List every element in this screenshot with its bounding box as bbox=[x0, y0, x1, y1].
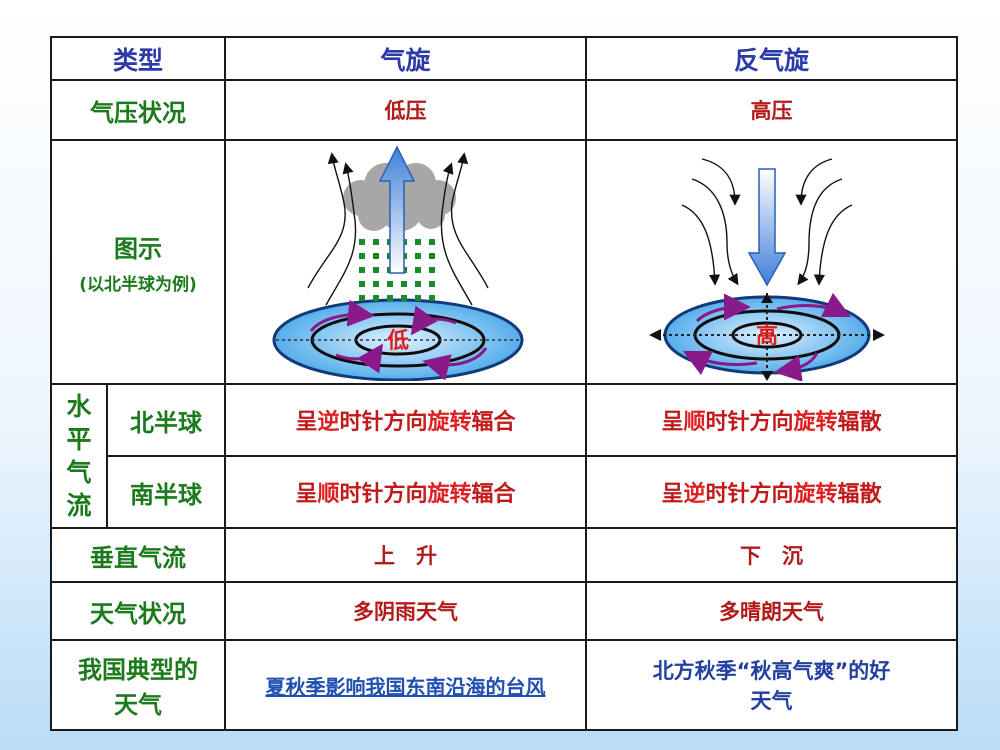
flow-prefix: 呈 bbox=[295, 482, 318, 507]
horizontal-char-3: 气 bbox=[66, 458, 92, 487]
anticyclone-diagram-cell: 高 bbox=[585, 139, 958, 385]
flow-direction: 逆 bbox=[317, 410, 340, 435]
diverging-arrows bbox=[682, 292, 852, 381]
flow-rotate: 旋转 bbox=[427, 410, 472, 435]
vertical-airflow-label: 垂直气流 bbox=[50, 527, 226, 583]
flow-direction: 顺 bbox=[317, 482, 340, 507]
header-cyclone: 气旋 bbox=[224, 36, 587, 81]
typical-row: 我国典型的 天气 夏秋季影响我国东南沿海的台风 北方秋季“秋高气爽”的好 天气 bbox=[50, 639, 958, 731]
flow-end: 辐合 bbox=[471, 482, 516, 507]
typical-anticyclone-line1: 北方秋季“秋高气爽”的好 bbox=[652, 659, 891, 683]
flow-end: 辐散 bbox=[837, 482, 882, 507]
header-anticyclone: 反气旋 bbox=[585, 36, 958, 81]
flow-direction: 逆 bbox=[683, 482, 706, 507]
north-cyclone-flow: 呈逆时针方向旋转辐合 bbox=[224, 383, 587, 457]
south-row: 南半球 呈顺时针方向旋转辐合 呈逆时针方向旋转辐散 bbox=[51, 455, 958, 529]
anticyclone-vertical: 下 沉 bbox=[585, 527, 958, 583]
flow-prefix: 呈 bbox=[295, 410, 318, 435]
flow-mid: 时针方向 bbox=[705, 482, 794, 507]
updraft-arrow-icon bbox=[378, 145, 416, 274]
cyclone-vertical: 上 升 bbox=[224, 527, 587, 583]
cyclone-disk bbox=[272, 298, 524, 381]
divergence-axes bbox=[657, 293, 877, 379]
anticyclone-pressure: 高压 bbox=[585, 79, 958, 141]
south-anticyclone-flow: 呈逆时针方向旋转辐散 bbox=[585, 455, 958, 529]
diagram-label-cell: 图示 (以北半球为例) bbox=[50, 139, 226, 385]
pressure-row: 气压状况 低压 高压 bbox=[50, 79, 958, 141]
vertical-row: 垂直气流 上 升 下 沉 bbox=[50, 527, 958, 583]
horizontal-airflow-label: 水 平 气 流 bbox=[50, 383, 108, 529]
cyclone-pressure: 低压 bbox=[224, 79, 587, 141]
flow-direction: 顺 bbox=[683, 410, 706, 435]
horizontal-char-1: 水 bbox=[66, 392, 92, 421]
cyclone-weather: 多阴雨天气 bbox=[224, 581, 587, 641]
south-cyclone-flow: 呈顺时针方向旋转辐合 bbox=[224, 455, 587, 529]
cyclone-diagram-cell: 低 bbox=[224, 139, 587, 385]
cyclone-diagram: 低 bbox=[272, 145, 524, 381]
converging-arrows bbox=[309, 299, 488, 381]
typical-label-line1: 我国典型的 bbox=[78, 656, 198, 684]
north-hemisphere-label: 北半球 bbox=[106, 383, 226, 457]
header-type: 类型 bbox=[50, 36, 226, 81]
anticyclone-typical: 北方秋季“秋高气爽”的好 天气 bbox=[585, 639, 958, 731]
downdraft-arrow-icon bbox=[747, 168, 787, 287]
typical-label-line2: 天气 bbox=[114, 691, 162, 719]
typical-label: 我国典型的 天气 bbox=[50, 639, 226, 731]
diagram-row: 图示 (以北半球为例) bbox=[50, 139, 958, 385]
south-hemisphere-label: 南半球 bbox=[106, 455, 226, 529]
pressure-label: 气压状况 bbox=[50, 79, 226, 141]
weather-label: 天气状况 bbox=[50, 581, 226, 641]
diagram-label: 图示 bbox=[114, 235, 162, 263]
flow-rotate: 旋转 bbox=[793, 410, 838, 435]
north-anticyclone-flow: 呈顺时针方向旋转辐散 bbox=[585, 383, 958, 457]
flow-end: 辐散 bbox=[837, 410, 882, 435]
subsiding-arrows bbox=[681, 158, 853, 286]
high-center-label: 高 bbox=[756, 323, 778, 349]
flow-rotate: 旋转 bbox=[427, 482, 472, 507]
flow-prefix: 呈 bbox=[661, 482, 684, 507]
anticyclone-diagram: 高 bbox=[649, 158, 885, 381]
flow-mid: 时针方向 bbox=[339, 482, 428, 507]
anticyclone-weather: 多晴朗天气 bbox=[585, 581, 958, 641]
flow-mid: 时针方向 bbox=[705, 410, 794, 435]
header-row: 类型 气旋 反气旋 bbox=[50, 36, 958, 81]
north-row: 水 平 气 流 北半球 呈逆时针方向旋转辐合 呈顺时针方向旋转辐散 bbox=[50, 383, 958, 529]
horizontal-char-2: 平 bbox=[66, 425, 92, 454]
flow-rotate: 旋转 bbox=[793, 482, 838, 507]
typical-anticyclone-line2: 天气 bbox=[750, 689, 793, 713]
horizontal-char-4: 流 bbox=[66, 491, 92, 520]
flow-prefix: 呈 bbox=[661, 410, 684, 435]
flow-end: 辐合 bbox=[471, 410, 516, 435]
comparison-table: 类型 气旋 反气旋 气压状况 低压 高压 图示 (以北半球为例) bbox=[50, 36, 958, 731]
diagram-note: (以北半球为例) bbox=[79, 275, 197, 295]
axis-arrowheads bbox=[649, 293, 885, 381]
airflow-arrows bbox=[307, 152, 489, 306]
weather-row: 天气状况 多阴雨天气 多晴朗天气 bbox=[50, 581, 958, 641]
typhoon-link[interactable]: 夏秋季影响我国东南沿海的台风 bbox=[224, 639, 587, 731]
low-center-label: 低 bbox=[386, 329, 409, 354]
flow-mid: 时针方向 bbox=[339, 410, 428, 435]
